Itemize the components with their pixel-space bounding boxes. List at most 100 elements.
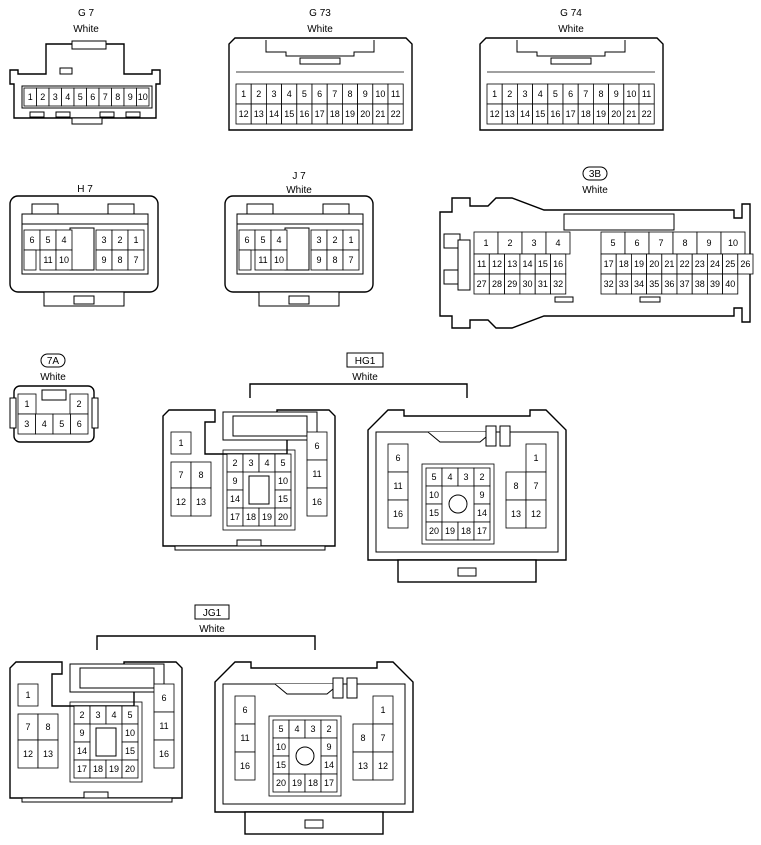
pin-number: 14: [523, 259, 533, 269]
pin-number: 3: [53, 92, 58, 102]
pin-number: 18: [246, 512, 256, 522]
pin-6: 6: [562, 83, 579, 105]
pin-8: 8: [672, 231, 698, 255]
pin-9: 9: [226, 471, 244, 491]
pin-1: 1: [17, 393, 37, 415]
pin-number: 20: [125, 764, 135, 774]
pin-1: 1: [170, 431, 192, 455]
pin-number: 14: [324, 760, 334, 770]
pin-number: 2: [40, 92, 45, 102]
pin-17: 17: [473, 521, 491, 541]
pin-number: 19: [596, 109, 606, 119]
pin-number: 2: [507, 89, 512, 99]
pin-5: 5: [600, 231, 626, 255]
pin-number: 11: [477, 259, 486, 269]
pin-8: 8: [326, 249, 344, 271]
pin-27: 27: [473, 273, 490, 295]
pin-3: 3: [517, 83, 534, 105]
pin-15: 15: [281, 103, 298, 125]
pin-number: 8: [682, 238, 687, 248]
pin-number: 28: [492, 279, 502, 289]
pin-number: 3: [24, 419, 29, 429]
pin-number: 1: [241, 89, 246, 99]
pin-number: 5: [260, 235, 265, 245]
pin-5: 5: [272, 719, 290, 739]
pin-4: 4: [441, 467, 459, 487]
pin-7: 7: [648, 231, 674, 255]
pin-8: 8: [505, 471, 527, 501]
pin-2: 2: [326, 229, 344, 251]
pin-3: 3: [304, 719, 322, 739]
pin-11: 11: [306, 459, 328, 489]
pin-number: 14: [77, 746, 87, 756]
pin-number: 6: [29, 235, 34, 245]
pin-12: 12: [235, 103, 252, 125]
pin-number: 2: [507, 238, 512, 248]
pin-number: 3: [310, 724, 315, 734]
pin-1: 1: [342, 229, 360, 251]
pin-6: 6: [234, 695, 256, 725]
pin-number: 22: [391, 109, 401, 119]
pin-19: 19: [441, 521, 459, 541]
pin-number: 20: [276, 778, 286, 788]
pin-17: 17: [73, 759, 91, 779]
pin-number: 30: [523, 279, 533, 289]
pin-number: 15: [284, 109, 294, 119]
pin-number: 18: [93, 764, 103, 774]
pin-9: 9: [310, 249, 328, 271]
pin-13: 13: [504, 253, 521, 275]
g7-pin-7: 7: [98, 87, 112, 107]
pin-number: 40: [725, 279, 735, 289]
pin-5: 5: [425, 467, 443, 487]
pin-number: 7: [583, 89, 588, 99]
pin-number: 11: [240, 733, 249, 743]
pin-15: 15: [121, 741, 139, 761]
connector-3b-id: 3B: [589, 169, 602, 180]
g7-pin-6: 6: [86, 87, 100, 107]
connector-7a-id: 7A: [47, 356, 60, 367]
pin-34: 34: [631, 273, 648, 295]
pin-number: 9: [316, 255, 321, 265]
pin-12: 12: [486, 103, 503, 125]
connector-g73-id: G 73: [309, 8, 331, 19]
pin-number: 15: [538, 259, 548, 269]
pin-1: 1: [17, 683, 39, 707]
pin-20: 20: [646, 253, 663, 275]
connector-g73-color: White: [307, 24, 333, 35]
pin-8: 8: [593, 83, 610, 105]
pin-12: 12: [170, 487, 192, 517]
connector-7a-color: White: [40, 372, 66, 383]
pin-number: 4: [538, 89, 543, 99]
pin-7: 7: [525, 471, 547, 501]
pin-number: 9: [79, 728, 84, 738]
pin-16: 16: [153, 739, 175, 769]
pin-number: 20: [429, 526, 439, 536]
pin-19: 19: [593, 103, 610, 125]
pin-38: 38: [691, 273, 708, 295]
pin-33: 33: [615, 273, 632, 295]
pin-6: 6: [153, 683, 175, 713]
pin-3: 3: [521, 231, 547, 255]
pin-number: 26: [740, 259, 750, 269]
pin-number: 19: [445, 526, 455, 536]
pin-1: 1: [372, 695, 394, 725]
pin-22: 22: [387, 103, 404, 125]
pin-26: 26: [737, 253, 754, 275]
pin-number: 11: [391, 89, 400, 99]
pin-6: 6: [311, 83, 328, 105]
pin-number: 4: [555, 238, 560, 248]
pin-number: 8: [598, 89, 603, 99]
pin-number: 2: [117, 235, 122, 245]
pin-20: 20: [608, 103, 625, 125]
pin-number: 17: [315, 109, 325, 119]
pin-number: 16: [299, 109, 309, 119]
pin-number: 3: [522, 89, 527, 99]
pin-number: 11: [159, 721, 168, 731]
pin-1: 1: [235, 83, 252, 105]
pin-6: 6: [306, 431, 328, 461]
pin-number: 5: [280, 458, 285, 468]
pin-number: 5: [45, 235, 50, 245]
pin-number: 16: [553, 259, 563, 269]
pin-number: 10: [138, 92, 148, 102]
